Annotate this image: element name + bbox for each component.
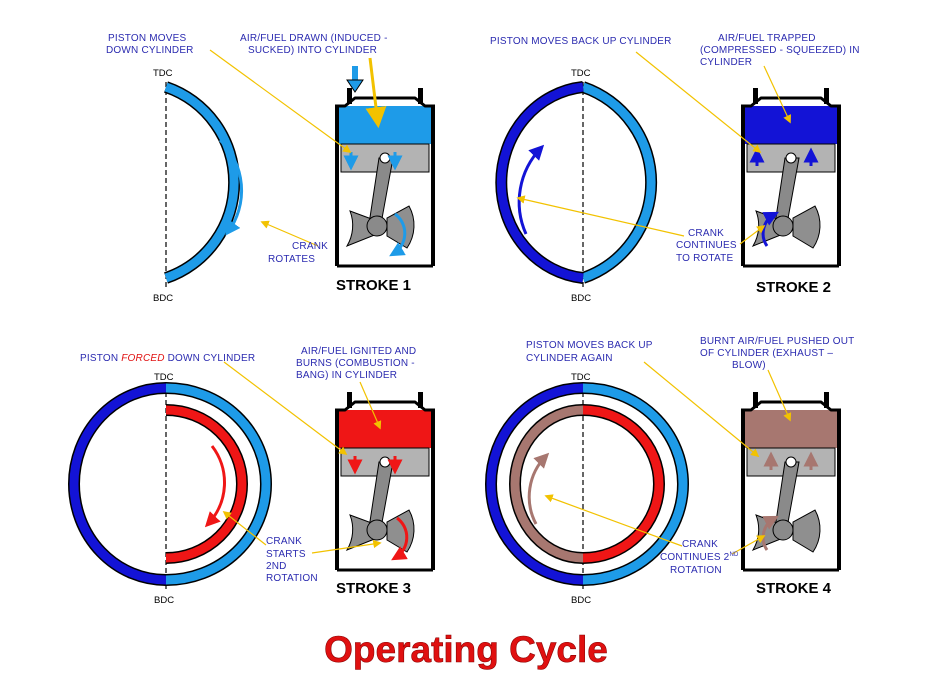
intake-half-ring xyxy=(164,81,241,284)
tdc-label: TDC xyxy=(571,68,591,79)
crank-rotation-arrow xyxy=(204,445,226,528)
crank-rotation-arrow xyxy=(517,144,545,235)
diagram-title: Operating Cycle xyxy=(324,629,608,670)
crank-rotation-arrow xyxy=(218,138,244,236)
compression-gas xyxy=(745,106,837,144)
tdc-label: TDC xyxy=(571,372,591,383)
bdc-label: BDC xyxy=(571,293,591,304)
note-piston-2: PISTON MOVES BACK UP CYLINDER xyxy=(490,36,672,47)
note-piston-4: PISTON MOVES BACK UP CYLINDER AGAIN xyxy=(526,340,655,364)
panel-stroke-2: TDC BDC PISTON MOVES BACK UP CYLINDER AI… xyxy=(490,33,863,304)
tdc-label: TDC xyxy=(154,372,174,383)
note-gas-4: BURNT AIR/FUEL PUSHED OUT OF CYLINDER (E… xyxy=(700,336,857,371)
combustion-half-ring xyxy=(165,404,248,564)
crank-rotation-arrow xyxy=(527,452,550,525)
tdc-label: TDC xyxy=(153,68,173,79)
note-crank-3: CRANK STARTS 2ND ROTATION xyxy=(266,536,318,584)
note-piston-3: PISTON FORCED DOWN CYLINDER xyxy=(80,353,255,364)
stroke-label-4: STROKE 4 xyxy=(756,580,832,597)
compression-half-ring xyxy=(495,81,584,284)
crank-dial-1: TDC BDC xyxy=(153,68,244,304)
stroke-label-2: STROKE 2 xyxy=(756,279,831,296)
compression-half-ring xyxy=(68,382,167,586)
engine-4 xyxy=(739,390,843,572)
engine-3 xyxy=(333,390,437,572)
note-gas-1: AIR/FUEL DRAWN (INDUCED - SUCKED) INTO C… xyxy=(240,33,391,56)
intake-half-ring xyxy=(581,81,658,284)
note-crank-4: CRANK CONTINUES 2ND ROTATION xyxy=(660,539,742,576)
engine-2 xyxy=(739,86,843,268)
callouts-3 xyxy=(222,361,382,554)
panel-stroke-4: TDC BDC PISTON MOVES BACK UP CYLINDER AG… xyxy=(485,336,857,606)
engine-1 xyxy=(333,66,437,268)
bdc-label: BDC xyxy=(571,595,591,606)
intake-gas xyxy=(339,106,431,144)
crank-dial-2: TDC BDC xyxy=(495,68,658,304)
exhaust-half-ring xyxy=(509,404,584,564)
panel-stroke-1: TDC BDC PISTON MOVES DOWN CYLINDER AIR/F… xyxy=(106,33,437,304)
stroke-label-3: STROKE 3 xyxy=(336,580,411,597)
note-gas-3: AIR/FUEL IGNITED AND BURNS (COMBUSTION -… xyxy=(296,346,419,381)
bdc-label: BDC xyxy=(154,595,174,606)
combustion-half-ring xyxy=(582,404,665,564)
note-gas-2: AIR/FUEL TRAPPED (COMPRESSED - SQUEEZED)… xyxy=(700,33,863,68)
crank-dial-3: TDC BDC xyxy=(68,372,272,606)
panel-stroke-3: TDC BDC PISTON FORCED DOWN CYLINDER AIR/… xyxy=(68,346,437,606)
note-crank-1: CRANK ROTATES xyxy=(268,241,331,265)
stroke-label-1: STROKE 1 xyxy=(336,277,411,294)
note-piston-1: PISTON MOVES DOWN CYLINDER xyxy=(106,33,194,56)
callouts-4 xyxy=(544,361,792,555)
combustion-gas xyxy=(339,410,431,448)
bdc-label: BDC xyxy=(153,293,173,304)
note-crank-2: CRANK CONTINUES TO ROTATE xyxy=(676,228,740,264)
callouts-1 xyxy=(209,49,387,247)
exhaust-gas xyxy=(745,410,837,448)
callouts-2 xyxy=(516,51,791,245)
crank-dial-4: TDC BDC xyxy=(485,372,689,606)
forced-emphasis: FORCED xyxy=(121,353,164,364)
